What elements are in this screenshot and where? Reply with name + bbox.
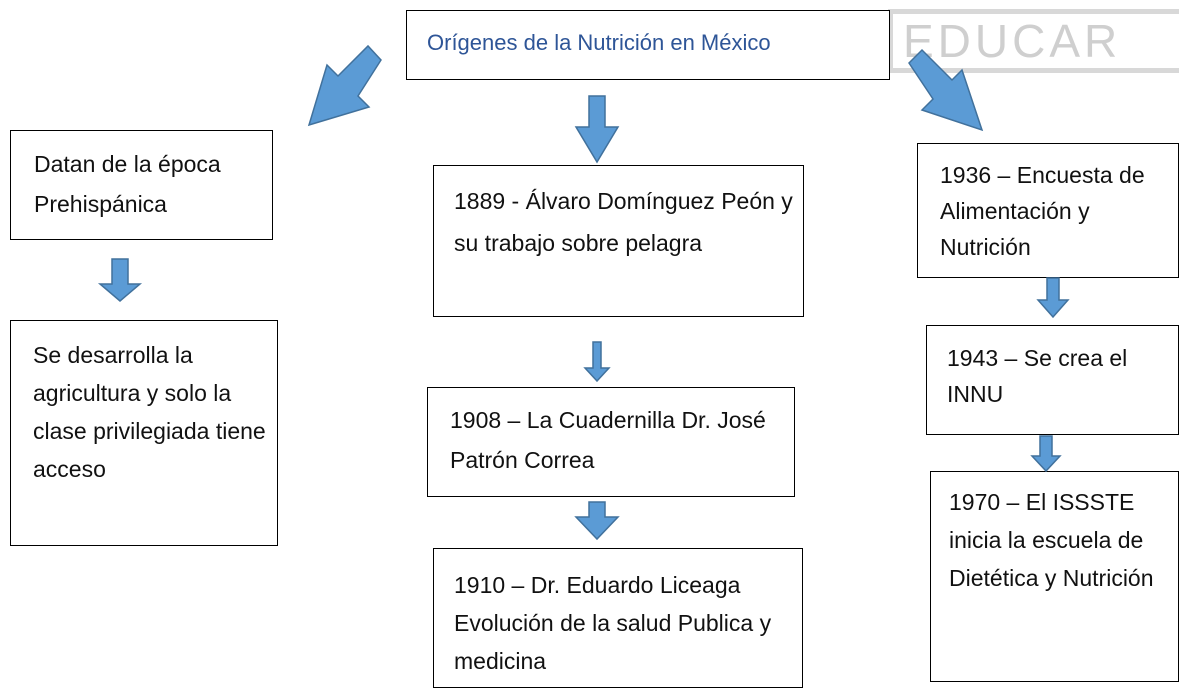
arrow-right-1-down-icon xyxy=(1036,277,1070,319)
arrow-right-2-down-icon xyxy=(1030,435,1062,473)
watermark-logo: EDUCAR xyxy=(888,9,1179,73)
arrow-left-down-icon xyxy=(97,258,143,302)
node-middle-1-text: 1889 - Álvaro Domínguez Peón y su trabaj… xyxy=(454,188,793,256)
node-middle-2-text: 1908 – La Cuadernilla Dr. José Patrón Co… xyxy=(450,407,766,473)
arrow-middle-2-down-icon xyxy=(574,501,620,541)
node-right-2-text: 1943 – Se crea el INNU xyxy=(947,345,1128,407)
node-right-1-text: 1936 – Encuesta de Alimentación y Nutric… xyxy=(940,162,1145,260)
arrow-to-left-column-icon xyxy=(307,44,382,127)
title-box: Orígenes de la Nutrición en México xyxy=(406,10,890,80)
node-middle-2: 1908 – La Cuadernilla Dr. José Patrón Co… xyxy=(427,387,795,497)
node-right-1: 1936 – Encuesta de Alimentación y Nutric… xyxy=(917,143,1179,278)
node-middle-1: 1889 - Álvaro Domínguez Peón y su trabaj… xyxy=(433,165,804,317)
node-right-3: 1970 – El ISSSTE inicia la escuela de Di… xyxy=(930,471,1179,682)
node-left-2-text: Se desarrolla la agricultura y solo la c… xyxy=(33,342,266,482)
node-middle-3: 1910 – Dr. Eduardo Liceaga Evolución de … xyxy=(433,548,803,688)
node-left-1-text: Datan de la época Prehispánica xyxy=(34,151,221,217)
node-middle-3-text: 1910 – Dr. Eduardo Liceaga Evolución de … xyxy=(454,572,772,674)
arrow-middle-1-down-icon xyxy=(583,341,611,383)
diagram-title: Orígenes de la Nutrición en México xyxy=(427,30,771,55)
arrow-to-middle-column-icon xyxy=(574,95,620,164)
node-right-2: 1943 – Se crea el INNU xyxy=(926,325,1179,435)
node-left-2: Se desarrolla la agricultura y solo la c… xyxy=(10,320,278,546)
node-right-3-text: 1970 – El ISSSTE inicia la escuela de Di… xyxy=(949,489,1154,591)
node-left-1: Datan de la época Prehispánica xyxy=(10,130,273,240)
